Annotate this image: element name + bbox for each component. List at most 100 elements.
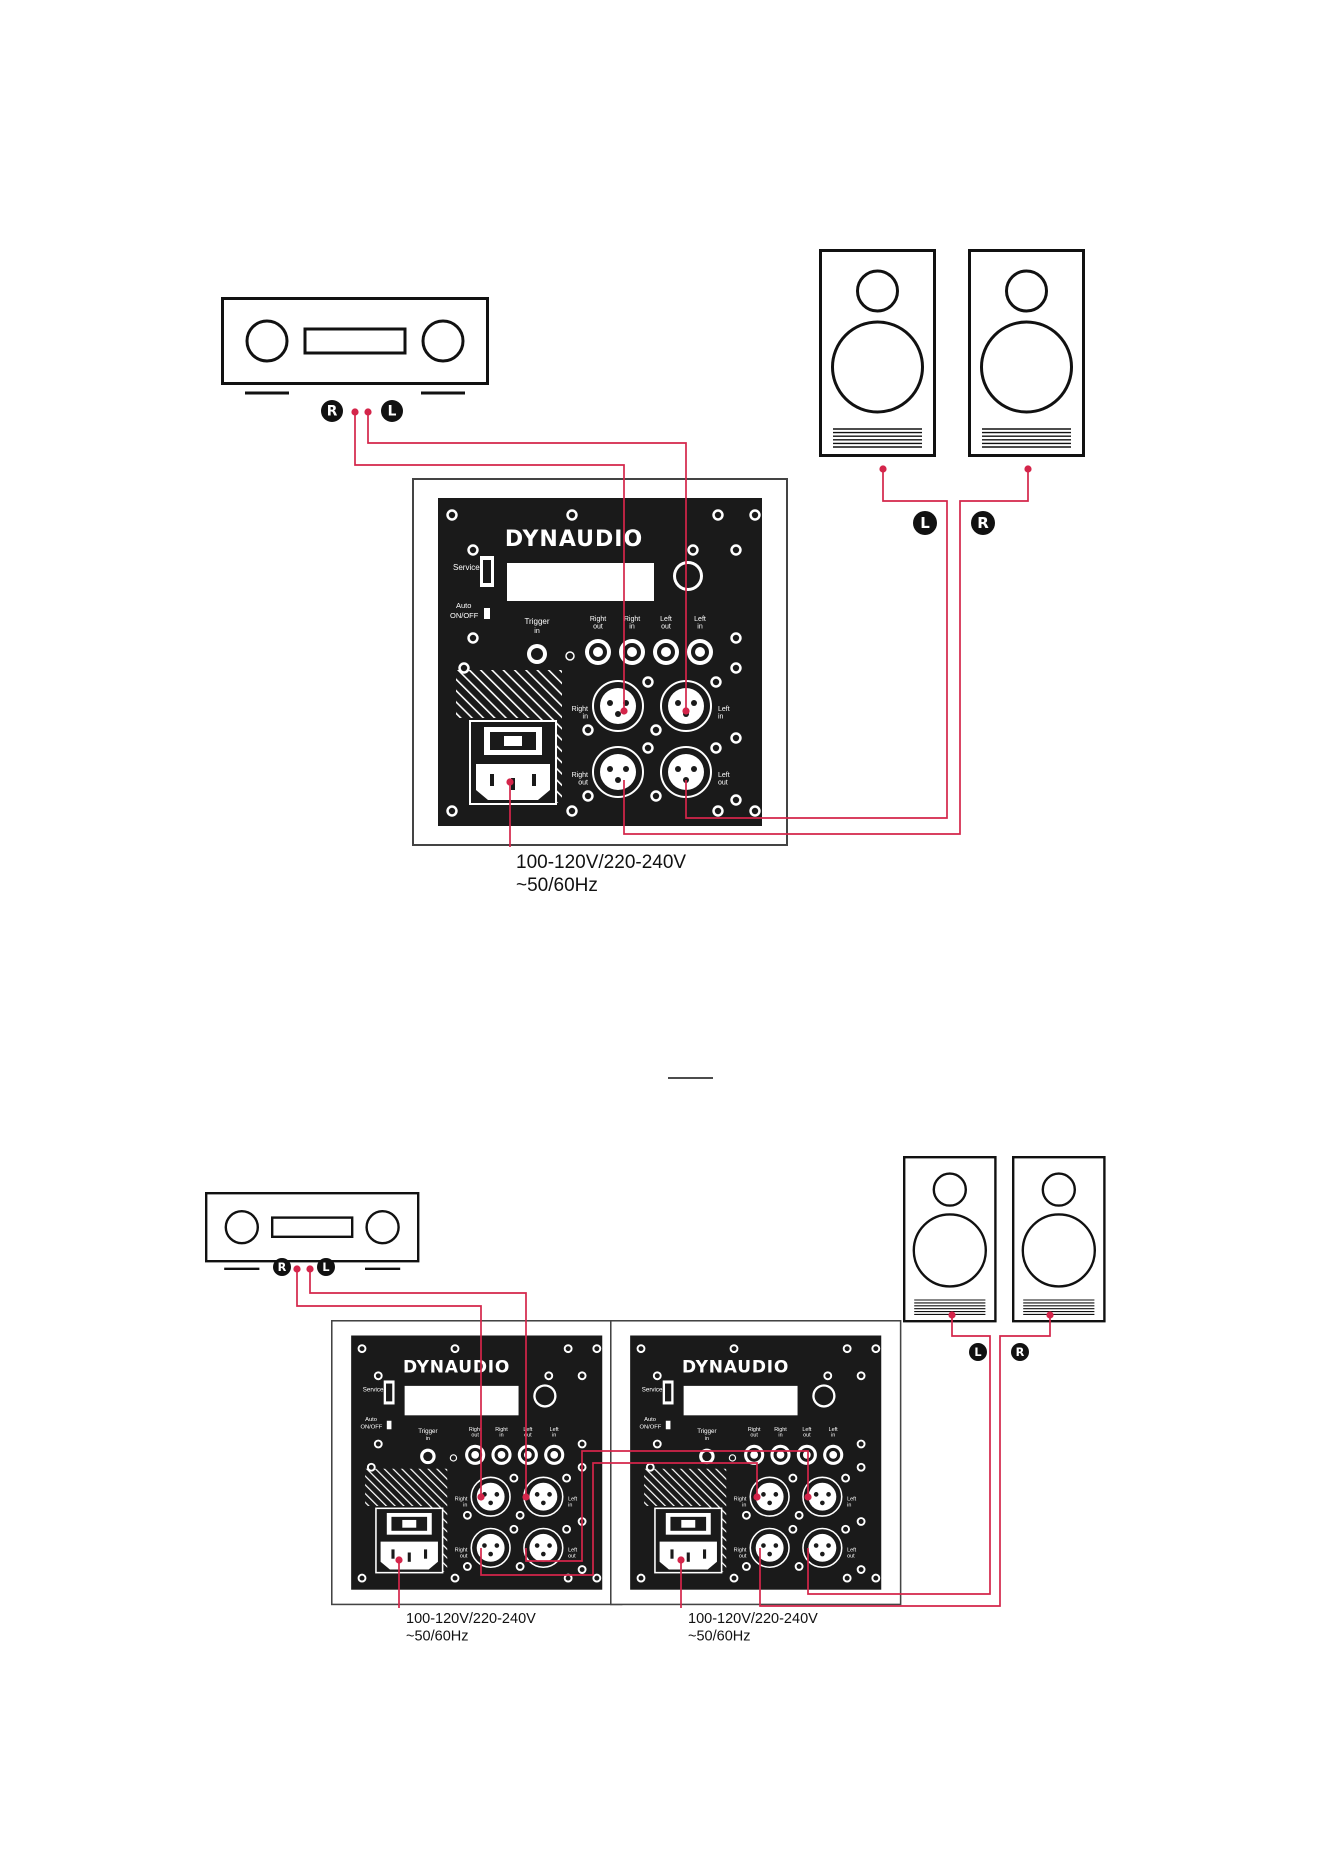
xlr-pin [547,1543,552,1548]
amplifier-icon [221,297,489,395]
cable-sub1-right-out-to-sub2-right-in [480,1462,758,1576]
panel-screw-inner [546,1373,552,1379]
panel-screw-inner [460,664,468,672]
panel-screw-inner [644,678,652,686]
power-voltage-label: 100-120V/220-240V [516,852,686,873]
xlr-pin [761,1492,766,1497]
right-channel-badge: R [321,400,343,422]
xlr-pin [773,1543,779,1548]
left-channel-badge: L [381,400,403,422]
panel-screw-inner [368,1464,374,1470]
panel-screw-inner [858,1464,864,1470]
rca-center [661,647,671,657]
rca-center [695,647,705,657]
amplifier-body [221,297,489,385]
rca-center [550,1450,559,1459]
power-switch-rocker [504,736,522,746]
panel-screw-inner [843,1475,849,1481]
panel-screw-inner [594,1575,600,1581]
panel-screw-inner [469,634,477,642]
rca-connector-icon [491,1444,512,1465]
speaker-right-badge-bottom: R [1011,1343,1029,1361]
auto-switch [386,1420,392,1430]
amplifier-knob-left [245,319,289,363]
amplifier-knob-right [365,1210,400,1245]
rca-connector-icon [585,639,611,665]
speaker-right-icon [1012,1156,1106,1323]
panel-screw-inner [584,726,592,734]
power-switch-rocker [681,1519,696,1528]
xlr-pin [494,1492,500,1497]
trigger-jack-inner [423,1451,433,1462]
panel-screw-inner [565,1346,571,1352]
panel-screw-inner [825,1373,831,1379]
usb-port-slot [665,1383,672,1402]
panel-screw-inner [584,792,592,800]
right-channel-badge-disc [321,400,343,422]
xlr-pin [541,1551,546,1557]
xlr-pin [534,1492,540,1497]
status-led [449,1454,458,1462]
panel-screw-inner [375,1441,381,1447]
panel-screw-inner [790,1475,796,1481]
xlr-pin [494,1543,500,1548]
xlr-right-in [582,676,654,736]
panel-screw-inner [732,664,740,672]
panel-screw-inner [469,546,477,554]
speaker-left-badge-label: L [920,514,930,532]
cable-terminal [364,408,372,416]
power-spec-top: 100-120V/220-240V~50/60Hz [516,852,686,896]
panel-screw-inner [743,1512,749,1518]
xlr-left-out [650,742,722,802]
xlr-pin [691,700,697,706]
speaker-cabinet [819,249,936,457]
panel-screw-inner [731,1575,737,1581]
panel-screw-inner [654,1441,660,1447]
xlr-pin [615,711,621,717]
iec-pin [532,774,536,786]
xlr-pin [691,766,697,772]
xlr-left-in [515,1473,572,1520]
panel-screw-inner [452,1575,458,1581]
speaker-left-badge: L [913,511,937,535]
cable-terminal [293,1265,301,1273]
panel-screw-inner [652,792,660,800]
speaker-right-badge-disc [971,511,995,535]
rca-connector-icon [744,1444,765,1465]
brand-logo: DYNAUDIO [505,527,643,552]
onoff-label: ON/OFF [450,611,479,620]
cable-sub1-left-out-to-sub2-left-in [525,1450,809,1562]
speaker-cabinet [968,249,1085,457]
panel-screw-inner [796,1512,802,1518]
xlr-pin [534,1543,540,1548]
panel-screw-inner [712,744,720,752]
rca-center [523,1450,532,1459]
iec-pin [511,778,515,790]
brand-logo: DYNAUDIO [403,1358,510,1378]
panel-screw-inner [858,1441,864,1447]
panel-screw-inner [858,1567,864,1573]
panel-screw-inner [652,726,660,734]
amplifier-knob-right [421,319,465,363]
iec-pin [686,1552,690,1562]
xlr-pin [767,1500,772,1506]
panel-screw-inner [843,1526,849,1532]
cable-terminal [677,1556,685,1564]
display-window [404,1385,519,1416]
xlr-pin [826,1543,831,1548]
speaker-right-badge-label: R [977,514,989,532]
xlr-right-out [582,742,654,802]
cable-terminal [351,408,359,416]
iec-pin [670,1549,674,1559]
cable-terminal [306,1265,314,1273]
right-channel-badge-bottom-disc [273,1258,291,1276]
cable-terminal [620,707,628,715]
